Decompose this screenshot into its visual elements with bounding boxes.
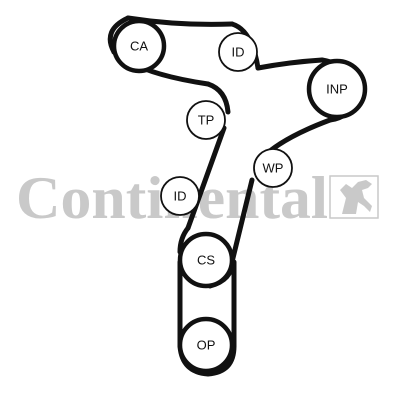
pulley-inp-label: INP — [326, 82, 348, 97]
pulley-id-lower-label: ID — [174, 189, 187, 204]
pulley-op-label: OP — [197, 338, 216, 353]
pulley-wp-label: WP — [263, 161, 284, 176]
pulley-cs: CS — [177, 231, 235, 289]
pulley-wp: WP — [253, 148, 293, 188]
pulley-op: OP — [177, 316, 235, 374]
pulley-ca: CA — [111, 18, 167, 74]
pulley-cs-label: CS — [197, 253, 215, 268]
pulley-inp: INP — [306, 58, 368, 120]
pulley-tp-label: TP — [198, 113, 215, 128]
pulley-id-upper: ID — [218, 32, 258, 72]
pulley-id-lower: ID — [160, 176, 200, 216]
pulley-tp: TP — [186, 100, 226, 140]
horse-logo-icon — [329, 175, 379, 219]
pulley-ca-label: CA — [130, 39, 148, 54]
pulley-id-upper-label: ID — [232, 45, 245, 60]
